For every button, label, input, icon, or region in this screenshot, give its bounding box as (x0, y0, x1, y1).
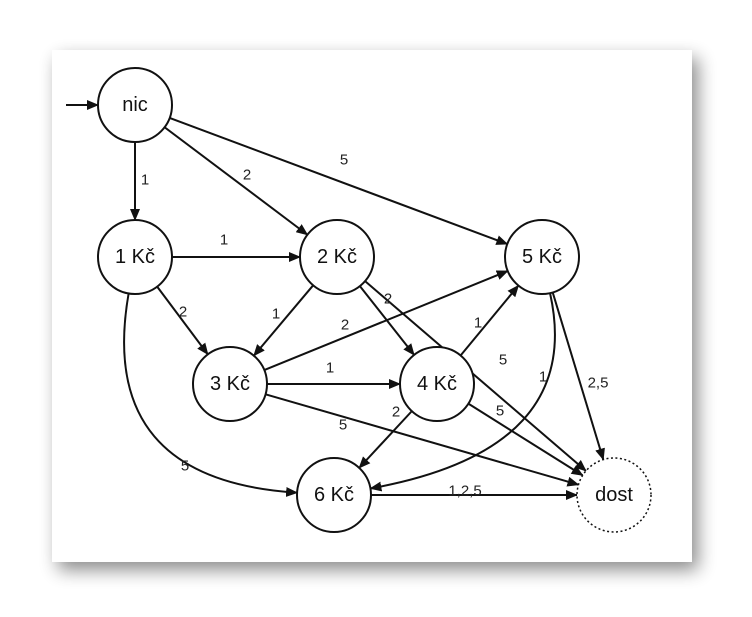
edge-label-k5-dost: 2,5 (588, 375, 609, 392)
node-nic (97, 67, 173, 143)
edge-label-k1-k2: 1 (220, 232, 228, 249)
edge-k5-dost (551, 292, 605, 461)
edge-label-k5-k6: 1 (539, 369, 547, 386)
edge-k3-k5 (263, 270, 509, 371)
edge-k4-k5 (459, 284, 520, 357)
edge-k2-dost (364, 280, 587, 472)
node-label-k2: 2 Kč (317, 246, 357, 268)
edge-k1-k6 (123, 293, 299, 497)
edge-label-k2-k4: 2 (384, 291, 392, 308)
edge-label-k4-dost: 5 (496, 403, 504, 420)
edge-k2-k3 (253, 284, 314, 357)
node-label-k5: 5 Kč (522, 246, 562, 268)
node-k5 (504, 219, 580, 295)
node-label-dost: dost (595, 484, 633, 506)
edge-k1-k3 (156, 286, 209, 356)
edge-k4-k6 (358, 410, 413, 469)
edge-k4-dost (467, 402, 584, 477)
edge-label-k2-k3: 1 (272, 306, 280, 323)
edge-label-k4-k6: 2 (392, 404, 400, 421)
edge-label-k3-k5: 2 (341, 317, 349, 334)
node-k6 (296, 457, 372, 533)
edge-label-k1-k6: 5 (181, 458, 189, 475)
edge-label-nic-k2: 2 (243, 167, 251, 184)
edge-label-k3-k4: 1 (326, 360, 334, 377)
edge-nic-k5 (169, 117, 509, 245)
edge-label-k1-k3: 2 (179, 304, 187, 321)
edge-nic-k2 (163, 126, 309, 236)
edge-labels-layer: 1 2 5 1 2 5 1 2 5 2 1 5 1 2 5 1 2,5 1,2,5 (141, 152, 609, 500)
node-label-k6: 6 Kč (314, 484, 354, 506)
edge-label-k6-dost: 1,2,5 (448, 483, 481, 500)
node-label-nic: nic (122, 94, 148, 116)
edge-label-k4-k5: 1 (474, 315, 482, 332)
edge-label-nic-k1: 1 (141, 172, 149, 189)
node-k2 (299, 219, 375, 295)
node-label-k3: 3 Kč (210, 373, 250, 395)
node-k1 (97, 219, 173, 295)
node-k4 (399, 346, 475, 422)
node-k3 (192, 346, 268, 422)
edge-k5-k6 (369, 292, 556, 492)
edge-k3-dost (265, 393, 580, 487)
node-dost (576, 457, 652, 533)
edge-label-k2-dost: 5 (499, 352, 507, 369)
node-label-k4: 4 Kč (417, 373, 457, 395)
nodes-layer: nic 1 Kč 2 Kč 3 Kč 4 Kč 5 Kč 6 Kč dost (97, 67, 652, 533)
edge-label-k3-dost: 5 (339, 417, 347, 434)
edges-layer (66, 100, 605, 500)
edge-label-nic-k5: 5 (340, 152, 348, 169)
node-label-k1: 1 Kč (115, 246, 155, 268)
